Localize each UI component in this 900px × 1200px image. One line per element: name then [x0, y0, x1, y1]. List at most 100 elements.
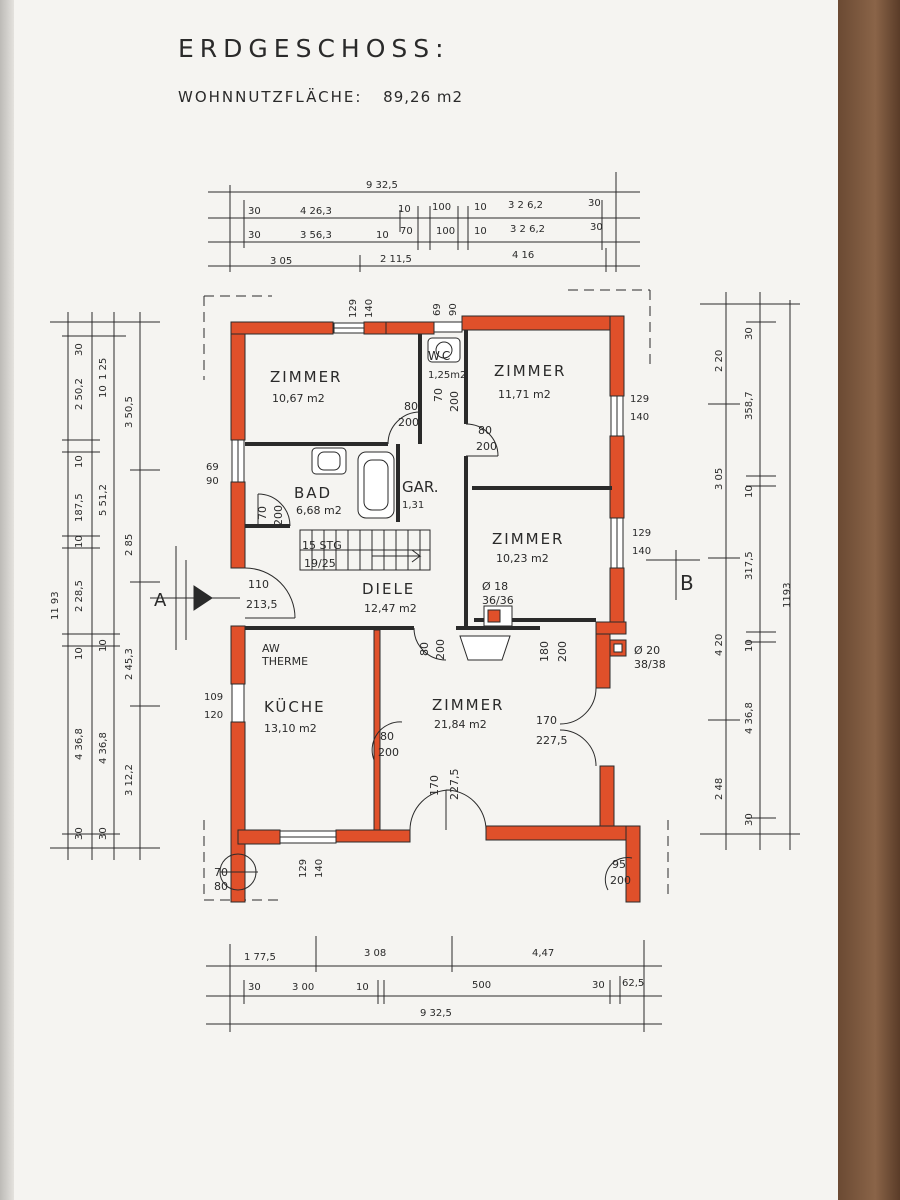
dim-top-r2-1: 3 56,3: [300, 230, 332, 241]
room-zimmer-4-area: 21,84 m2: [434, 718, 487, 731]
room-diele-area: 12,47 m2: [364, 602, 417, 615]
room-wc-area: 1,25m2: [428, 370, 466, 381]
window-top-width: 129: [348, 299, 359, 318]
dim-top-r2-7: 30: [590, 222, 603, 233]
dim-right-c2-5: 4 36,8: [744, 702, 755, 734]
dim-bottom-r1-0: 1 77,5: [244, 952, 276, 963]
window-bottom-width: 129: [298, 859, 309, 878]
door-corner-height: 200: [610, 874, 631, 887]
door-kueche-side-height: 200: [378, 746, 399, 759]
area-value: 89,26 m2: [383, 88, 464, 106]
window-left-2-width: 109: [204, 692, 223, 703]
dim-top-r1-1: 4 26,3: [300, 206, 332, 217]
page-title: ERDGESCHOSS:: [178, 34, 450, 63]
dim-left-c1-6: 10: [74, 647, 85, 660]
dim-left-c2-2: 10: [98, 385, 109, 398]
door-bottom-width: 170: [428, 775, 441, 796]
door-kue-height: 200: [434, 639, 447, 660]
room-zimmer-4-name: ZIMMER: [432, 696, 504, 714]
dim-bottom-r2-0: 30: [248, 982, 261, 993]
dim-left-c1-7: 4 36,8: [74, 728, 85, 760]
dim-right-c1-3: 2 48: [714, 778, 725, 800]
room-kueche-area: 13,10 m2: [264, 722, 317, 735]
stairs-label-steps: 15 STG: [302, 539, 342, 552]
window-bottom-height: 140: [314, 859, 325, 878]
dimension-lines-bottom: [206, 936, 662, 1032]
windows: [231, 321, 624, 844]
dim-top-r2-5: 10: [474, 226, 487, 237]
dim-top-r3-2: 4 16: [512, 250, 534, 261]
door-entry-height: 80: [214, 880, 228, 893]
dimension-lines-top: [208, 172, 640, 272]
dim-top-r3-1: 2 11,5: [380, 254, 412, 265]
area-summary: WOHNNUTZFLÄCHE: 89,26 m2: [178, 88, 463, 106]
chimney-2-size: 38/38: [634, 658, 666, 671]
window-top-height: 140: [364, 299, 375, 318]
room-zimmer-3-name: ZIMMER: [492, 530, 564, 548]
room-zimmer-2-area: 11,71 m2: [498, 388, 551, 401]
dim-right-c1-0: 2 20: [714, 350, 725, 372]
door-kue-width: 80: [418, 642, 431, 656]
dim-left-c1-3: 187,5: [74, 493, 85, 522]
dim-left-c2-5: 4 36,8: [98, 732, 109, 764]
dim-left-c2-1: 1 25: [98, 358, 109, 380]
window-right-1-width: 129: [630, 394, 649, 405]
window-left-width: 69: [206, 462, 219, 473]
therme-label: THERME: [261, 655, 308, 668]
dim-top-r2-2: 10: [376, 230, 389, 241]
door-kueche-side-width: 80: [380, 730, 394, 743]
wooden-table-edge: [838, 0, 900, 1200]
section-b-label: B: [680, 571, 694, 595]
window-right-1-height: 140: [630, 412, 649, 423]
window-right-2-width: 129: [632, 528, 651, 539]
section-markers: [150, 546, 700, 650]
dim-right-total: 1193: [782, 583, 793, 608]
dim-top-r3-0: 3 05: [270, 256, 292, 267]
window-wc-width: 69: [432, 303, 443, 316]
dim-left-c3-1: 2 85: [124, 534, 135, 556]
chimney-1-size: 36/36: [482, 594, 514, 607]
binder-edge: [0, 0, 14, 1200]
room-kueche-name: KÜCHE: [264, 697, 326, 716]
dim-left-c2-0: 30: [98, 827, 109, 840]
dim-top-r1-2: 10: [398, 204, 411, 215]
door-terrace-height: 227,5: [536, 734, 568, 747]
chimney-2-diameter: Ø 20: [634, 644, 660, 657]
room-bad-name: BAD: [294, 484, 332, 502]
dim-top-r1-6: 30: [588, 198, 601, 209]
door-z1-height: 200: [398, 416, 419, 429]
dimension-lines-left: [50, 312, 160, 860]
dim-bottom-r2-5: 62,5: [622, 978, 644, 989]
door-bottom-height: 227,5: [448, 769, 461, 801]
dim-bottom-r2-3: 500: [472, 980, 491, 991]
room-zimmer-1-name: ZIMMER: [270, 368, 342, 386]
section-a-label: A: [154, 590, 167, 611]
fixtures: [311, 337, 627, 661]
dim-top-r1-3: 100: [432, 202, 451, 213]
walls: [230, 315, 641, 903]
stairs-label-ratio: 19/25: [304, 557, 336, 570]
room-zimmer-3-area: 10,23 m2: [496, 552, 549, 565]
dim-bottom-r2-4: 30: [592, 980, 605, 991]
dim-right-c2-2: 10: [744, 485, 755, 498]
dim-top-r1-4: 10: [474, 202, 487, 213]
dim-left-c1-1b: 30: [74, 343, 85, 356]
paper-sheet: [14, 0, 838, 1200]
door-z2-width: 80: [478, 424, 492, 437]
dim-bottom-r2-1: 3 00: [292, 982, 314, 993]
dim-bottom-r2-2: 10: [356, 982, 369, 993]
dim-right-c1-2: 4 20: [714, 634, 725, 656]
window-left-height: 90: [206, 476, 219, 487]
aw-label: AW: [262, 642, 280, 655]
door-z1-width: 80: [404, 400, 418, 413]
dim-left-c1-4: 10: [74, 535, 85, 548]
room-wc-name: WC: [428, 349, 452, 363]
door-diele-width: 110: [248, 578, 269, 591]
dim-left-c3-2: 2 45,3: [124, 648, 135, 680]
dim-top-total: 9 32,5: [366, 180, 398, 191]
window-wc-height: 90: [448, 303, 459, 316]
door-wc-width: 70: [432, 388, 445, 402]
room-diele-name: DIELE: [362, 580, 415, 598]
door-z2-height: 200: [476, 440, 497, 453]
